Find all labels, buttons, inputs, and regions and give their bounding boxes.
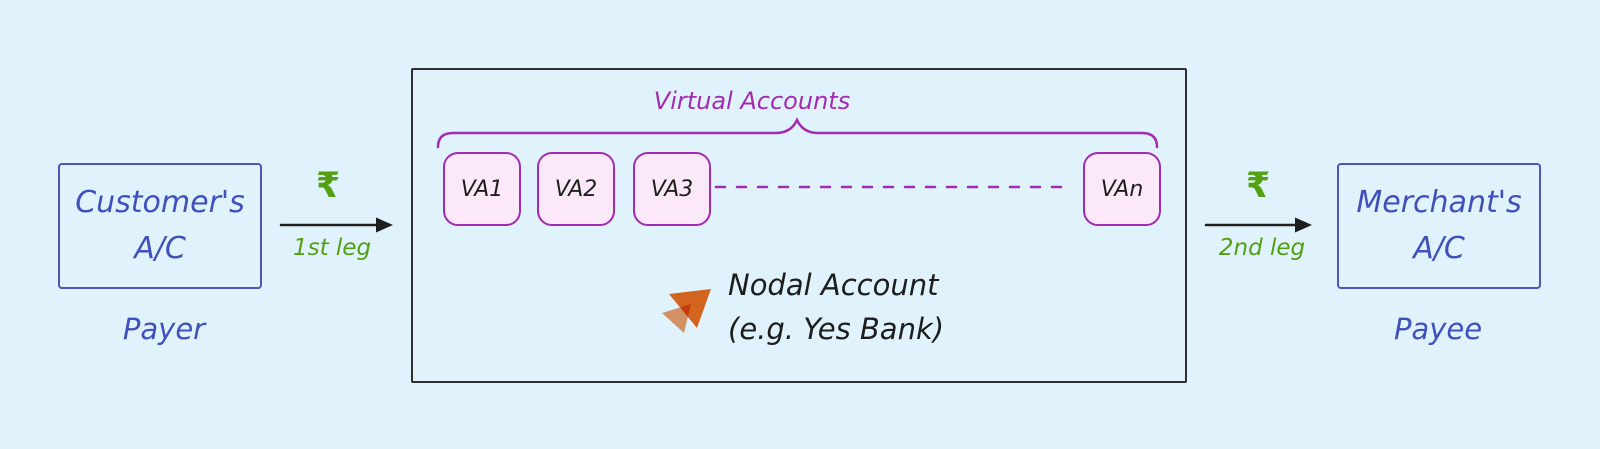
leg2-arrow-icon xyxy=(1204,217,1312,233)
leg2-rupee-symbol: ₹ xyxy=(1245,166,1271,206)
virtual-account-va3-label: VA3 xyxy=(650,176,694,202)
virtual-account-van: VAn xyxy=(1083,152,1161,226)
leg2-label: 2nd leg xyxy=(1218,235,1306,261)
nodal-account-box xyxy=(411,68,1187,383)
virtual-account-va1: VA1 xyxy=(443,152,521,226)
nodal-bank-logo-icon xyxy=(662,289,711,333)
leg1-rupee-symbol: ₹ xyxy=(315,166,341,206)
merchant-account-line2: A/C xyxy=(1413,231,1465,266)
payer-role-label: Payer xyxy=(122,312,206,346)
customer-account-line1: Customer's xyxy=(75,185,245,220)
payee-role-label: Payee xyxy=(1393,312,1483,346)
virtual-accounts-title: Virtual Accounts xyxy=(653,87,851,115)
virtual-account-va1-label: VA1 xyxy=(460,176,504,202)
merchant-account-line1: Merchant's xyxy=(1356,185,1522,220)
virtual-account-van-label: VAn xyxy=(1100,176,1144,202)
nodal-account-bank-example: (e.g. Yes Bank) xyxy=(728,312,945,346)
virtual-accounts-brace xyxy=(436,117,1159,149)
customer-account-line2: A/C xyxy=(134,231,186,266)
leg1-arrow-icon xyxy=(279,217,393,233)
virtual-account-va3: VA3 xyxy=(633,152,711,226)
virtual-account-va2-label: VA2 xyxy=(554,176,598,202)
customer-account-box: Customer's A/C xyxy=(58,163,262,289)
nodal-account-name: Nodal Account xyxy=(728,268,939,302)
merchant-account-box: Merchant's A/C xyxy=(1337,163,1541,289)
virtual-account-va2: VA2 xyxy=(537,152,615,226)
leg1-label: 1st leg xyxy=(292,235,372,261)
